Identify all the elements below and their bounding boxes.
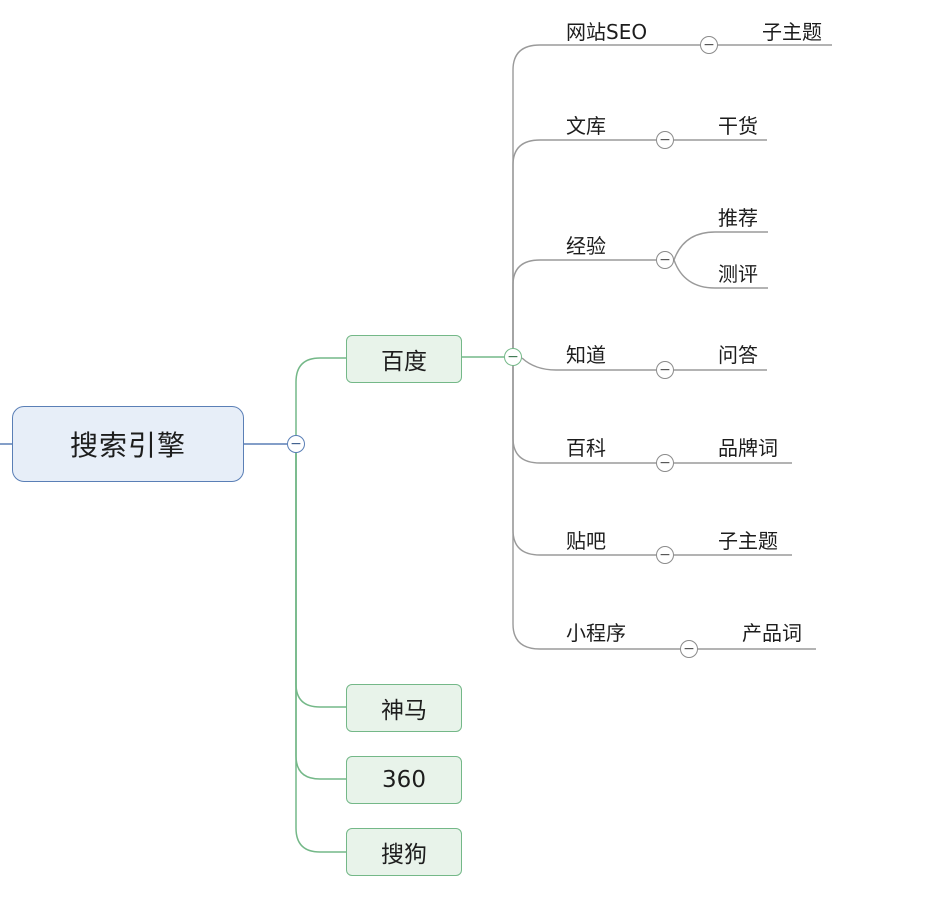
branch-connector-seo	[512, 44, 700, 357]
main-node-label: 360	[382, 767, 426, 793]
main-node-label: 百度	[381, 349, 427, 375]
trunk-to-baidu	[295, 357, 346, 444]
branch-label-baike[interactable]: 百科	[566, 436, 606, 460]
root-collapse-toggle[interactable]: −	[287, 435, 305, 453]
branch-connector-jingyan	[512, 259, 656, 357]
branch-connector-wenku	[512, 139, 656, 357]
baike-collapse-toggle[interactable]: −	[656, 454, 674, 472]
leaf-label-seo-subtopic[interactable]: 子主题	[762, 20, 822, 44]
minus-icon: −	[683, 641, 695, 657]
leaf-label-baike-pinpaici[interactable]: 品牌词	[718, 436, 778, 460]
baidu-collapse-toggle[interactable]: −	[504, 348, 522, 366]
minus-icon: −	[659, 252, 671, 268]
zhidao-collapse-toggle[interactable]: −	[656, 361, 674, 379]
branch-label-jingyan[interactable]: 经验	[566, 234, 606, 258]
branch-label-wenku[interactable]: 文库	[566, 114, 606, 138]
branch-label-zhidao[interactable]: 知道	[566, 343, 606, 367]
minus-icon: −	[703, 37, 715, 53]
minus-icon: −	[290, 436, 302, 452]
leaf-label-jingyan-tuijian[interactable]: 推荐	[718, 206, 758, 230]
leaf-connector-jingyan-2	[673, 259, 768, 289]
leaf-label-wenku-ganhuo[interactable]: 干货	[718, 114, 758, 138]
main-node-shenma[interactable]: 神马	[346, 684, 462, 732]
leaf-label-tieba-subtopic[interactable]: 子主题	[718, 529, 778, 553]
trunk-to-shenma	[295, 444, 346, 708]
branch-label-tieba[interactable]: 贴吧	[566, 529, 606, 553]
minus-icon: −	[659, 132, 671, 148]
leaf-label-xiaochengxu-chanpinci[interactable]: 产品词	[742, 621, 802, 645]
minus-icon: −	[659, 362, 671, 378]
branch-label-seo[interactable]: 网站SEO	[566, 20, 648, 44]
xiaochengxu-collapse-toggle[interactable]: −	[680, 640, 698, 658]
minus-icon: −	[659, 455, 671, 471]
tieba-collapse-toggle[interactable]: −	[656, 546, 674, 564]
trunk-to-sougou	[295, 444, 346, 853]
leaf-connector-jingyan-1	[673, 231, 768, 261]
minus-icon: −	[507, 349, 519, 365]
jingyan-collapse-toggle[interactable]: −	[656, 251, 674, 269]
branch-label-xiaochengxu[interactable]: 小程序	[566, 621, 626, 645]
branch-connector-xiaochengxu	[512, 357, 680, 650]
leaf-label-jingyan-ceping[interactable]: 测评	[718, 262, 758, 286]
root-node-label: 搜索引擎	[69, 429, 186, 462]
trunk-to-360	[295, 444, 346, 780]
wenku-collapse-toggle[interactable]: −	[656, 131, 674, 149]
main-node-label: 神马	[381, 698, 427, 724]
seo-collapse-toggle[interactable]: −	[700, 36, 718, 54]
leaf-label-zhidao-wenda[interactable]: 问答	[718, 343, 758, 367]
main-node-sougou[interactable]: 搜狗	[346, 828, 462, 876]
main-node-360[interactable]: 360	[346, 756, 462, 804]
branch-connector-zhidao	[521, 357, 656, 371]
main-node-label: 搜狗	[381, 842, 427, 868]
root-node[interactable]: 搜索引擎	[12, 406, 244, 482]
minus-icon: −	[659, 547, 671, 563]
main-node-baidu[interactable]: 百度	[346, 335, 462, 383]
